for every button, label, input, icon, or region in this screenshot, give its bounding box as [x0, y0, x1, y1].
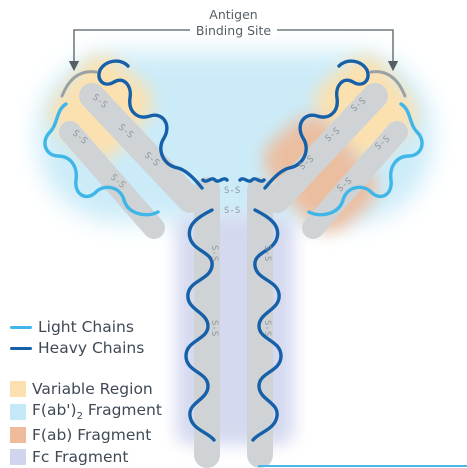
fab-fragment-swatch [10, 427, 26, 443]
legend-item-fc-fragment: Fc Fragment [10, 446, 128, 468]
legend-item-fab-fragment: F(ab) Fragment [10, 424, 151, 446]
legend-label: Variable Region [32, 380, 153, 398]
callout-title-line2: Binding Site [0, 23, 467, 39]
bond-label: S-S [262, 245, 272, 261]
bond-label: S-S [224, 186, 240, 196]
bond-label: S-S [262, 320, 272, 336]
heavy-chain-swatch [10, 347, 32, 350]
fc-fragment-swatch [10, 449, 26, 465]
footer-divider [258, 465, 467, 467]
legend-label: F(ab')2 Fragment [32, 401, 162, 422]
legend-label: Heavy Chains [38, 339, 144, 357]
fab2-fragment-swatch [10, 404, 26, 420]
legend-item-fab2-fragment: F(ab')2 Fragment [10, 401, 162, 423]
legend-label: Light Chains [38, 318, 134, 336]
bond-label: S-S [209, 320, 219, 336]
legend-item-light-chains: Light Chains [10, 316, 134, 338]
legend-item-variable-region: Variable Region [10, 378, 153, 400]
callout-title-line1: Antigen [0, 7, 467, 23]
light-chain-swatch [10, 326, 32, 329]
legend-item-heavy-chains: Heavy Chains [10, 337, 144, 359]
legend-label: Fc Fragment [32, 448, 128, 466]
legend-label: F(ab) Fragment [32, 426, 151, 444]
bond-label: S-S [209, 245, 219, 261]
variable-region-swatch [10, 381, 26, 397]
bond-label: S-S [224, 206, 240, 216]
